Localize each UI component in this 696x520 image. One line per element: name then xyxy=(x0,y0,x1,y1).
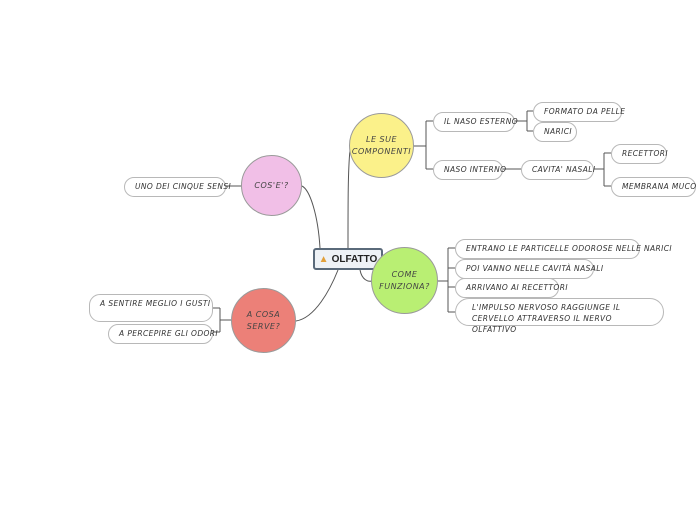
node-come-funziona-label: COME FUNZIONA? xyxy=(379,269,430,291)
node-naso-interno-label: NASO INTERNO xyxy=(444,165,507,174)
node-naso-esterno-label: IL NASO ESTERNO xyxy=(444,117,519,126)
lamp-icon: ▲ xyxy=(318,253,329,265)
node-impulso-nervoso-label: L'IMPULSO NERVOSO RAGGIUNGE IL CERVELLO … xyxy=(472,303,621,334)
node-entrano-particelle-label: ENTRANO LE PARTICELLE ODOROSE NELLE NARI… xyxy=(466,244,673,253)
node-percepire-odori-label: A PERCEPIRE GLI ODORI xyxy=(119,329,219,338)
root-label: OLFATTO xyxy=(331,253,378,265)
node-a-cosa-serve[interactable]: A COSA SERVE? xyxy=(231,288,296,353)
node-a-cosa-serve-label: A COSA SERVE? xyxy=(246,309,281,331)
node-uno-dei-cinque-sensi[interactable]: UNO DEI CINQUE SENSI xyxy=(124,177,231,197)
node-membrana-mucosa-label: MEMBRANA MUCOSA xyxy=(622,182,696,191)
node-formato-da-pelle[interactable]: FORMATO DA PELLE xyxy=(533,102,626,122)
node-components[interactable]: LE SUE COMPONENTI xyxy=(349,113,414,178)
node-entrano-particelle[interactable]: ENTRANO LE PARTICELLE ODOROSE NELLE NARI… xyxy=(455,239,672,259)
node-poi-vanno-label: POI VANNO NELLE CAVITÀ NASALI xyxy=(466,264,604,273)
node-cos-e-label: COS'E'? xyxy=(254,180,289,190)
node-formato-da-pelle-label: FORMATO DA PELLE xyxy=(544,107,626,116)
node-percepire-odori[interactable]: A PERCEPIRE GLI ODORI xyxy=(108,324,218,344)
node-cavita-nasali-label: CAVITA' NASALI xyxy=(532,165,596,174)
node-uno-dei-cinque-sensi-label: UNO DEI CINQUE SENSI xyxy=(135,182,232,191)
node-narici-label: NARICI xyxy=(544,127,573,136)
node-recettori-label: RECETTORI xyxy=(622,149,669,158)
node-sentire-gusti[interactable]: A SENTIRE MEGLIO I GUSTI xyxy=(89,294,213,322)
node-naso-interno[interactable]: NASO INTERNO xyxy=(433,160,507,180)
node-components-label: LE SUE COMPONENTI xyxy=(351,134,412,156)
node-arrivano-recettori[interactable]: ARRIVANO AI RECETTORI xyxy=(455,278,568,298)
node-cavita-nasali[interactable]: CAVITA' NASALI xyxy=(521,160,596,180)
node-membrana-mucosa[interactable]: MEMBRANA MUCOSA xyxy=(611,177,696,197)
node-narici[interactable]: NARICI xyxy=(533,122,577,142)
node-naso-esterno[interactable]: IL NASO ESTERNO xyxy=(433,112,519,132)
node-impulso-nervoso[interactable]: L'IMPULSO NERVOSO RAGGIUNGE IL CERVELLO … xyxy=(455,298,664,334)
node-cos-e[interactable]: COS'E'? xyxy=(241,155,302,216)
node-arrivano-recettori-label: ARRIVANO AI RECETTORI xyxy=(466,283,568,292)
node-recettori[interactable]: RECETTORI xyxy=(611,144,669,164)
node-sentire-gusti-label: A SENTIRE MEGLIO I GUSTI xyxy=(100,299,211,308)
root-node[interactable]: ▲ OLFATTO xyxy=(313,248,383,270)
node-come-funziona[interactable]: COME FUNZIONA? xyxy=(371,247,438,314)
node-poi-vanno[interactable]: POI VANNO NELLE CAVITÀ NASALI xyxy=(455,259,603,279)
